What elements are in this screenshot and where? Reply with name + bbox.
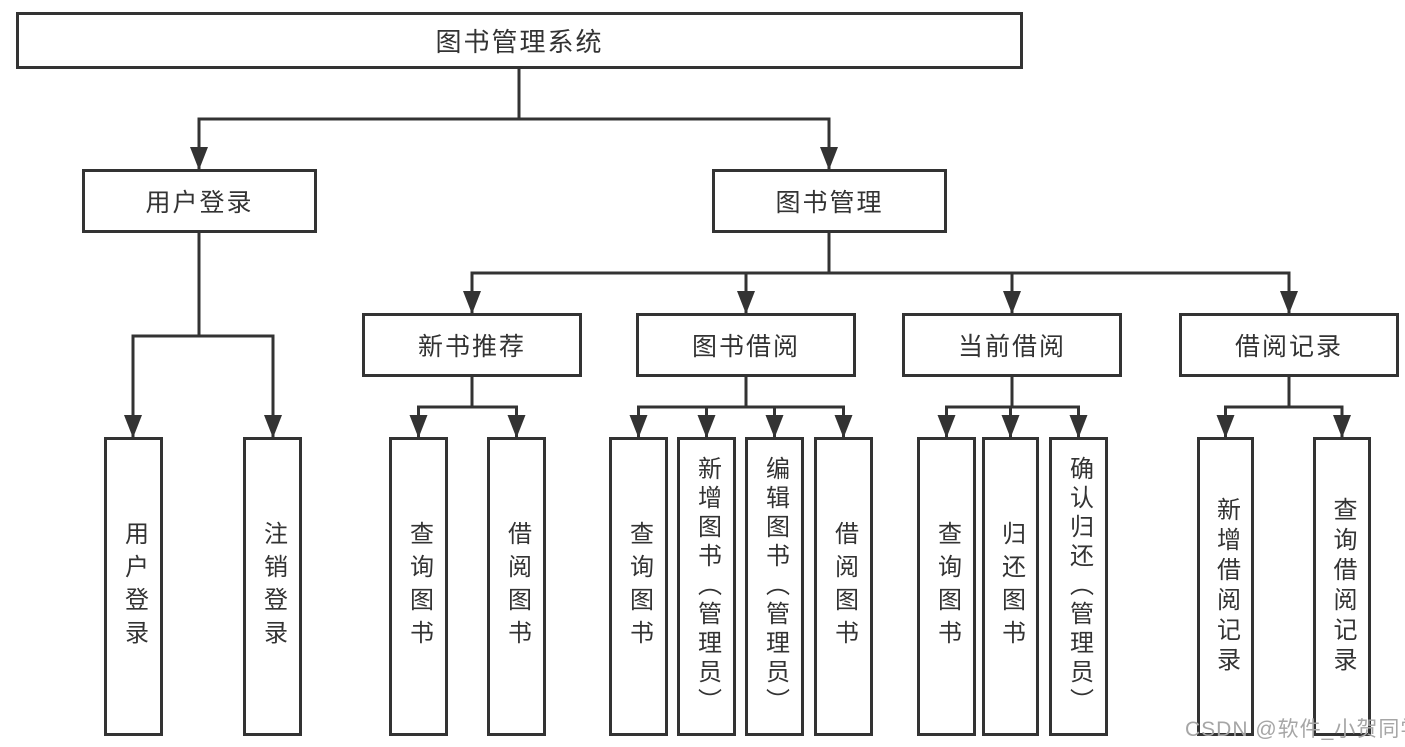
new-book-rec-bus (417, 377, 518, 409)
node-bb-edit-book: 编辑图书（管理员） (745, 437, 804, 736)
node-rec-query-book: 查询图书 (389, 437, 448, 736)
node-borrow-record: 借阅记录 (1179, 313, 1399, 377)
node-user-login: 用户登录 (82, 169, 317, 233)
node-rec-borrow-book: 借阅图书 (487, 437, 546, 736)
node-bb-borrow-book: 借阅图书 (814, 437, 873, 736)
node-cb-query-book: 查询图书 (917, 437, 976, 736)
node-cb-return-book: 归还图书 (982, 437, 1039, 736)
node-book-mgmt: 图书管理 (712, 169, 947, 233)
node-login: 用户登录 (104, 437, 163, 736)
node-bb-add-book: 新增图书（管理员） (677, 437, 736, 736)
node-logout: 注销登录 (243, 437, 302, 736)
user-login-bus (131, 233, 275, 338)
node-book-borrow: 图书借阅 (636, 313, 856, 377)
book-borrow-bus (637, 377, 845, 409)
node-current-borrow: 当前借阅 (902, 313, 1122, 377)
node-br-query-record: 查询借阅记录 (1313, 437, 1371, 736)
level1-bus (197, 69, 831, 121)
node-bb-query-book: 查询图书 (609, 437, 668, 736)
node-cb-confirm-return: 确认归还（管理员） (1049, 437, 1108, 736)
node-br-add-record: 新增借阅记录 (1197, 437, 1254, 736)
node-new-book-rec: 新书推荐 (362, 313, 582, 377)
csdn-watermark: CSDN @软件_小贺同学 (1185, 718, 1405, 741)
book-mgmt-bus (470, 233, 1291, 275)
node-root: 图书管理系统 (16, 12, 1023, 69)
current-borrow-bus (945, 377, 1080, 409)
borrow-record-bus (1224, 377, 1344, 409)
